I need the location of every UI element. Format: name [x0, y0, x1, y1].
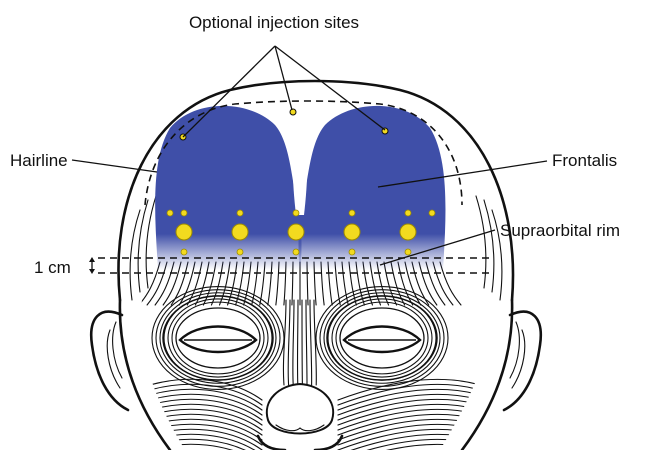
injection-site-3-dot-1: [293, 210, 299, 216]
left-eye: [163, 296, 273, 380]
one-cm-measure: [89, 257, 95, 274]
nose: [258, 384, 342, 450]
injection-site-2-dot-1: [237, 210, 243, 216]
injection-site-4-dot-1: [349, 210, 355, 216]
frontalis-muscle: [155, 106, 445, 270]
label-optional-injection-sites: Optional injection sites: [189, 13, 359, 32]
label-hairline: Hairline: [10, 151, 68, 170]
injection-site-1: [176, 224, 192, 240]
injection-site-5-dot-1: [405, 210, 411, 216]
injection-site-4: [344, 224, 360, 240]
injection-site-side-dot-1: [167, 210, 173, 216]
injection-site-side-dot-2: [429, 210, 435, 216]
injection-site-1-dot-1: [181, 210, 187, 216]
label-frontalis: Frontalis: [552, 151, 617, 170]
injection-site-3-dot-2: [293, 249, 299, 255]
injection-site-2-dot-2: [237, 249, 243, 255]
label-one-cm: 1 cm: [34, 258, 71, 277]
right-eye: [327, 296, 437, 380]
label-supraorbital-rim: Supraorbital rim: [500, 221, 620, 240]
left-ear: [91, 312, 128, 410]
injection-site-1-dot-2: [181, 249, 187, 255]
frontalis-left-lobe: [155, 106, 301, 270]
injection-site-4-dot-2: [349, 249, 355, 255]
optional-injection-site-2: [290, 109, 296, 115]
injection-site-3: [288, 224, 304, 240]
right-ear: [504, 312, 541, 410]
injection-site-2: [232, 224, 248, 240]
injection-site-5: [400, 224, 416, 240]
injection-site-5-dot-2: [405, 249, 411, 255]
frontalis-right-lobe: [299, 106, 446, 270]
